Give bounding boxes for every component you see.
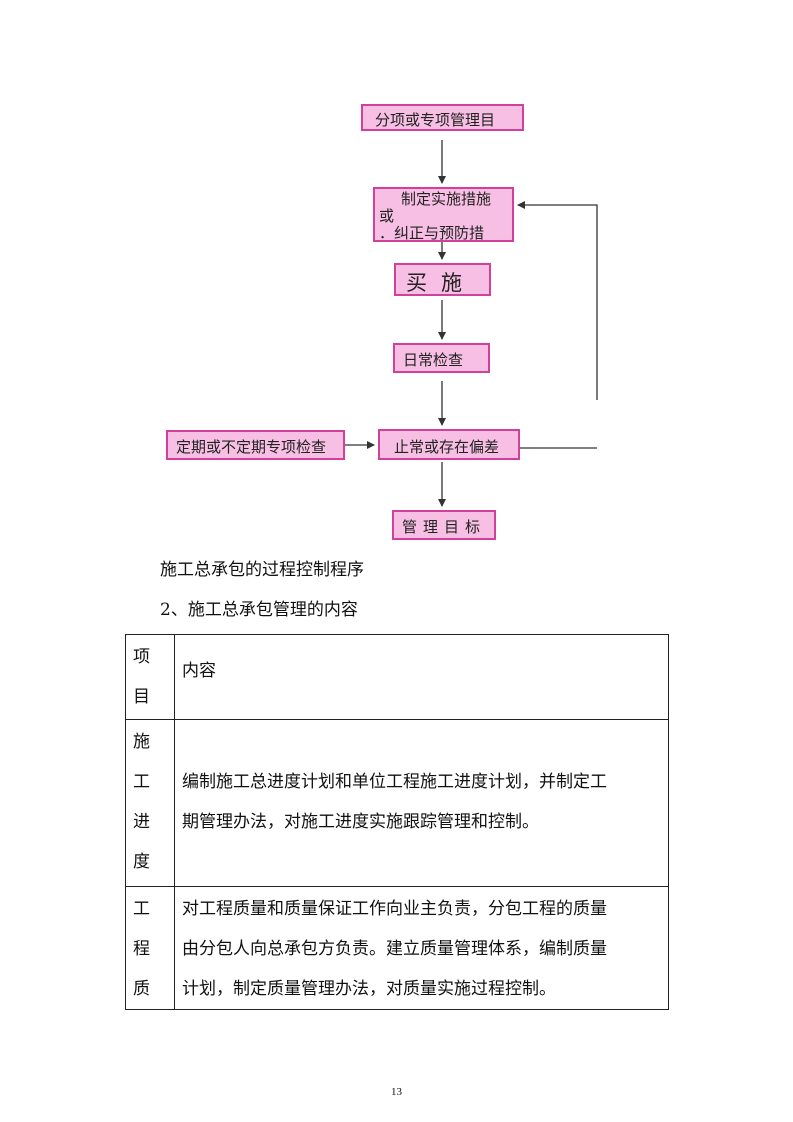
flow-box-periodic-check-label: 定期或不定期专项检查 [176, 438, 327, 456]
header-content-cell: 内容 [174, 634, 669, 720]
flow-box-management-target: 管理目标 [392, 510, 496, 540]
row-item-char: 施 [133, 732, 150, 752]
row-item-cell: 工 程 质 [125, 886, 175, 1010]
row-item-char: 度 [133, 852, 150, 872]
table-row: 工 程 质 对工程质量和质量保证工作向业主负责，分包工程的质量 由分包人向总承包… [125, 886, 669, 1010]
table-header-row: 项 目 内容 [125, 634, 669, 720]
row-content-cell: 对工程质量和质量保证工作向业主负责，分包工程的质量 由分包人向总承包方负责。建立… [174, 886, 669, 1010]
flow-box-measures-line1: 制定实施措施 [401, 190, 492, 208]
row-content-line: 由分包人向总承包方负责。建立质量管理体系，编制质量 [182, 939, 607, 959]
row-content-line: 对工程质量和质量保证工作向业主负责，分包工程的质量 [182, 899, 607, 919]
flow-box-deviation: 止常或存在偏差 [378, 429, 520, 460]
management-content-table: 项 目 内容 施 工 进 度 编制施工总进度计划和单位工程施工进度计划，并制定工… [125, 634, 669, 1010]
flowchart-caption: 施工总承包的过程控制程序 [160, 560, 364, 580]
flow-box-deviation-label: 止常或存在偏差 [394, 438, 500, 456]
feedback-return-line [517, 201, 598, 400]
section-heading: 2、施工总承包管理的内容 [160, 600, 358, 620]
row-content-line: 期管理办法，对施工进度实施跟踪管理和控制。 [182, 812, 539, 832]
flowchart-connectors [345, 140, 598, 507]
row-item-cell: 施 工 进 度 [125, 719, 175, 887]
flow-box-management-target-label: 管理目标 [402, 518, 487, 536]
flow-box-daily-check-label: 日常检查 [403, 351, 464, 369]
row-item-char: 工 [133, 899, 150, 919]
header-item-char: 项 [133, 647, 150, 667]
process-control-flowchart: 分项或专项管理目 制定实施措施 或 ．纠正与预防措 买施 日常检查 止常或存在偏… [0, 0, 793, 545]
row-content-cell: 编制施工总进度计划和单位工程施工进度计划，并制定工 期管理办法，对施工进度实施跟… [174, 719, 669, 887]
table-row: 施 工 进 度 编制施工总进度计划和单位工程施工进度计划，并制定工 期管理办法，… [125, 719, 669, 887]
row-item-char: 进 [133, 812, 150, 832]
flow-box-implement-label: 买施 [406, 271, 476, 295]
row-content-line: 计划，制定质量管理办法，对质量实施过程控制。 [182, 979, 556, 999]
row-item-char: 质 [133, 979, 150, 999]
row-content-line: 编制施工总进度计划和单位工程施工进度计划，并制定工 [182, 772, 607, 792]
flow-box-measures: 制定实施措施 或 ．纠正与预防措 [373, 187, 514, 242]
header-item-cell: 项 目 [125, 634, 175, 720]
flow-box-implement: 买施 [394, 263, 491, 296]
row-item-char: 工 [133, 772, 150, 792]
header-item-char: 目 [133, 687, 150, 707]
flow-box-target: 分项或专项管理目 [361, 104, 524, 131]
flow-box-daily-check: 日常检查 [393, 343, 490, 373]
header-content-label: 内容 [182, 661, 216, 681]
flow-box-target-label: 分项或专项管理目 [375, 111, 496, 129]
row-item-char: 程 [133, 939, 150, 959]
flow-box-measures-line3: ．纠正与预防措 [379, 224, 485, 242]
page-number: 13 [391, 1086, 402, 1098]
flow-box-periodic-check: 定期或不定期专项检查 [166, 430, 345, 460]
flow-box-measures-line2: 或 [379, 207, 395, 225]
